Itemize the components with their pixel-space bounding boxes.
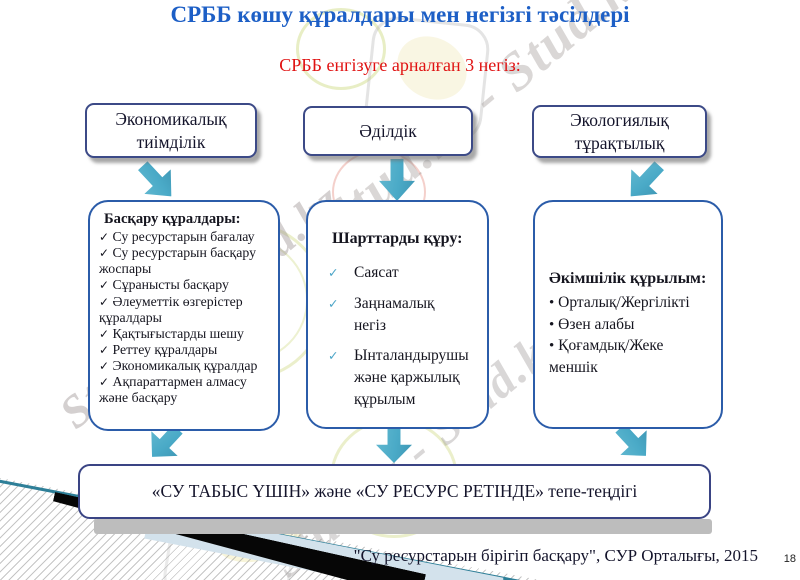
check-icon: ✓ — [328, 266, 339, 281]
check-icon: ✓ — [99, 359, 110, 374]
list-item-label: Әлеуметтік өзгерістер құралдары — [99, 293, 243, 325]
list-item: ✓ Сұранысты басқару — [99, 277, 267, 293]
list-item-label: Ынталандырушы және қаржылық құрылым — [354, 347, 469, 408]
list-item-label: Ақпараттармен алмасу және басқару — [99, 374, 247, 406]
check-icon: ✓ — [328, 297, 339, 312]
list-item: • Қоғамдық/Жеке меншік — [549, 335, 711, 378]
check-icon: ✓ — [328, 349, 339, 364]
list-item-label: Қақтығыстарды шешу — [112, 325, 244, 341]
result-box: «СУ ТАБЫС ҮШІН» және «СУ РЕСУРС РЕТІНДЕ»… — [78, 464, 711, 519]
bullet-icon: • — [549, 295, 555, 312]
detail-box-list: ✓ Саясат ✓ Заңнамалық негіз ✓ Ынталандырушы… — [328, 262, 469, 410]
list-item-label: Сұранысты басқару — [112, 277, 229, 293]
detail-box-heading: Басқару құралдары: — [104, 211, 241, 227]
list-item: ✓ Су ресурстарын бағалау — [99, 229, 267, 245]
detail-box-list: ✓ Су ресурстарын бағалау ✓ Су ресурстары… — [99, 229, 267, 407]
check-icon: ✓ — [99, 343, 110, 358]
list-item-label: Экономикалық құралдар — [112, 358, 258, 374]
list-item: • Орталық/Жергілікті — [549, 292, 711, 314]
pillar-label: Әділдік — [359, 120, 417, 141]
arrow-down-icon — [376, 425, 412, 463]
slide-subtitle: СРББ енгізуге арналған 3 негіз: — [279, 55, 521, 75]
list-item: ✓ Әлеуметтік өзгерістер құралдары — [99, 294, 267, 326]
pillar-label: Экологиялық тұрақтылық — [570, 109, 669, 153]
check-icon: ✓ — [99, 246, 110, 261]
slide-title: СРББ көшу құралдары мен негізгі тәсілдер… — [170, 2, 630, 27]
list-item: ✓ Заңнамалық негіз — [328, 293, 467, 336]
detail-box-conditions: Шарттарды құру: ✓ Саясат ✓ Заңнамалық негі… — [306, 200, 489, 429]
detail-box-heading: Әкімшілік құрылым: — [549, 270, 707, 287]
list-item: ✓ Ынталандырушы және қаржылық құрылым — [328, 345, 469, 410]
check-icon: ✓ — [99, 375, 110, 390]
list-item: ✓ Реттеу құралдары — [99, 342, 267, 358]
list-item-label: Су ресурстарын басқару жоспары — [99, 245, 256, 277]
detail-box-heading: Шарттарды құру: — [332, 230, 463, 247]
list-item: ✓ Экономикалық құралдар — [99, 358, 267, 374]
pillar-box-economic: Экономикалық тиімділік — [85, 103, 257, 158]
list-item-label: Реттеу құралдары — [112, 342, 218, 358]
detail-box-management-tools: Басқару құралдары: ✓ Су ресурстарын баға… — [88, 200, 280, 431]
list-item-label: Өзен алабы — [558, 315, 635, 333]
check-icon: ✓ — [99, 230, 110, 245]
pillar-label: Экономикалық тиімділік — [115, 108, 227, 152]
detail-box-administrative: Әкімшілік құрылым: • Орталық/Жергілікті … — [533, 200, 723, 429]
check-icon: ✓ — [99, 278, 110, 293]
result-box-label: «СУ ТАБЫС ҮШІН» және «СУ РЕСУРС РЕТІНДЕ»… — [151, 481, 638, 501]
check-icon: ✓ — [99, 294, 110, 309]
list-item: • Өзен алабы — [549, 314, 711, 336]
bullet-icon: • — [549, 338, 555, 355]
list-item: ✓ Ақпараттармен алмасу және басқару — [99, 374, 267, 406]
pillar-box-ecological: Экологиялық тұрақтылық — [532, 105, 707, 158]
list-item-label: Саясат — [354, 264, 399, 282]
list-item-label: Орталық/Жергілікті — [558, 294, 690, 312]
list-item-label: Су ресурстарын бағалау — [112, 229, 255, 245]
pillar-box-fairness: Әділдік — [303, 106, 473, 156]
check-icon: ✓ — [99, 326, 110, 341]
list-item: ✓ Саясат — [328, 262, 467, 284]
list-item: ✓ Қақтығыстарды шешу — [99, 326, 267, 342]
page-number: 18 — [783, 553, 796, 565]
list-item: ✓ Су ресурстарын басқару жоспары — [99, 245, 267, 277]
list-item-label: Заңнамалық негіз — [354, 295, 435, 334]
bullet-icon: • — [549, 316, 555, 333]
list-item-label: Қоғамдық/Жеке меншік — [549, 337, 664, 377]
footer-credit: "Су ресурстарын бірігіп басқару", СУР Ор… — [353, 546, 758, 565]
detail-box-list: • Орталық/Жергілікті • Өзен алабы • Қоға… — [549, 292, 711, 378]
result-box-shadow — [94, 519, 712, 534]
arrow-down-icon — [379, 159, 415, 201]
